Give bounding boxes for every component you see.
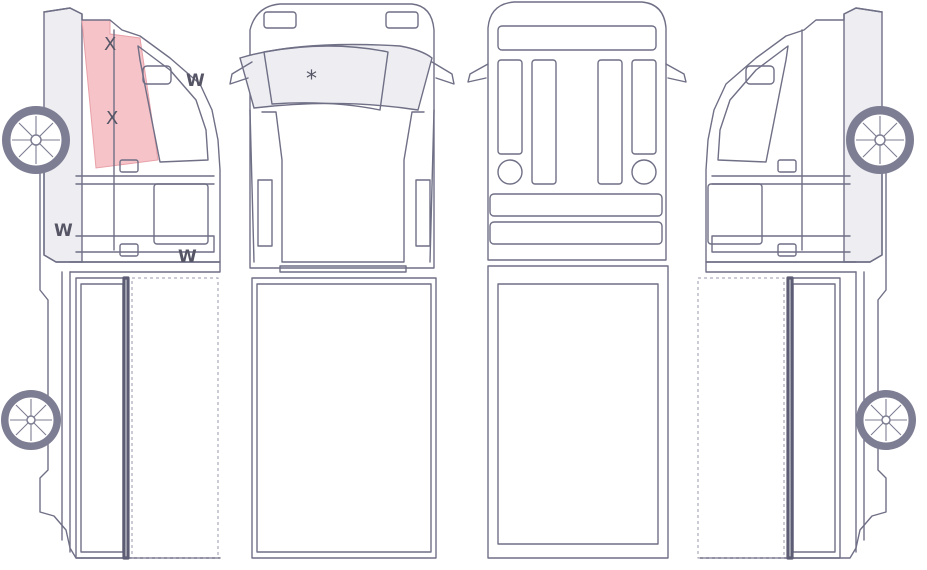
left-body-box	[75, 277, 129, 559]
left-mirror	[142, 65, 172, 85]
front-vent-right	[385, 11, 419, 29]
rear-panel-upper	[489, 193, 663, 217]
left-body-inner	[80, 283, 124, 553]
rear-cab-outline	[487, 1, 667, 261]
right-chassis-front	[699, 159, 887, 559]
right-side-view	[697, 7, 916, 560]
rear-body-box	[487, 265, 669, 559]
marker-w-sill: W	[178, 247, 197, 267]
front-pillar-right	[415, 109, 435, 263]
rear-body-inner	[497, 283, 659, 545]
left-cab-floor	[69, 261, 221, 273]
left-front-wheel	[2, 106, 70, 174]
marker-x-lower: X	[106, 108, 118, 129]
front-body-inner	[256, 283, 432, 553]
front-mirror-right	[431, 61, 455, 85]
right-body-side-strip	[786, 276, 794, 560]
rear-window-2	[531, 59, 557, 185]
left-body-dashed-extension	[131, 277, 219, 559]
right-cab-floor	[705, 261, 857, 273]
front-hood	[261, 111, 425, 263]
rear-panel-lower	[489, 221, 663, 245]
left-cab-outline	[39, 7, 221, 263]
left-step-upper	[119, 159, 139, 173]
right-sill	[711, 235, 851, 253]
rear-window-4	[631, 59, 657, 155]
front-windshield-inner	[263, 45, 389, 111]
right-door-window	[717, 45, 789, 163]
rear-mirror-right	[665, 63, 687, 83]
left-side-view: X X W W W	[1, 7, 221, 560]
front-vent-left	[263, 11, 297, 29]
front-pillar-left	[249, 109, 273, 263]
right-front-wheel	[846, 106, 914, 174]
rear-light-right	[631, 159, 657, 185]
right-body-box	[787, 277, 841, 559]
left-lower-panel	[153, 183, 209, 245]
right-step-upper	[777, 159, 797, 173]
left-rear-wheel	[1, 390, 61, 450]
right-step-lower	[777, 243, 797, 257]
right-lower-panel	[707, 183, 763, 245]
rear-light-left	[497, 159, 523, 185]
left-sill	[75, 235, 215, 253]
front-mirror-left	[229, 61, 253, 85]
rear-mirror-left	[467, 63, 489, 83]
marker-star: *	[306, 67, 317, 92]
rear-window-1	[497, 59, 523, 155]
right-cab-outline	[705, 7, 887, 263]
rear-view	[467, 1, 687, 559]
left-step-lower	[119, 243, 139, 257]
front-cab-outline	[249, 3, 435, 269]
rear-top-panel	[497, 25, 657, 51]
front-windshield	[239, 43, 433, 111]
marker-w-door: W	[186, 71, 205, 91]
front-body-box	[251, 277, 437, 559]
marker-x-upper: X	[104, 34, 116, 55]
marker-w-bottom-left: W	[54, 221, 73, 241]
left-chassis-front	[39, 159, 221, 559]
right-rear-wheel	[856, 390, 916, 450]
right-body-dashed-extension	[697, 277, 785, 559]
rear-window-3	[597, 59, 623, 185]
right-door-panel	[711, 29, 851, 251]
front-bumper	[279, 265, 407, 273]
left-body-side-strip	[122, 276, 130, 560]
right-mirror	[745, 65, 775, 85]
left-chassis-rail	[61, 271, 71, 553]
right-body-inner	[792, 283, 836, 553]
front-top-view: *	[229, 3, 455, 559]
